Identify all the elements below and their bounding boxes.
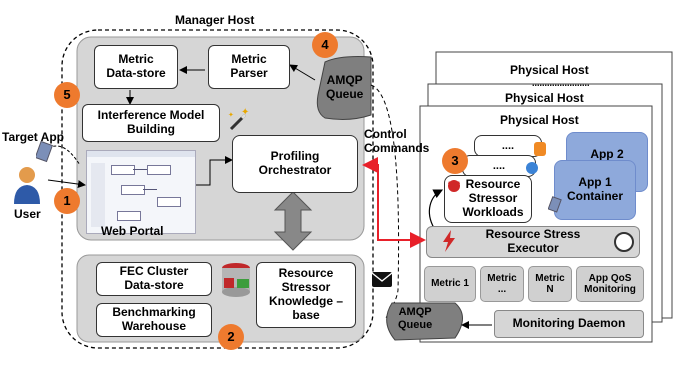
arrow-portal-to-orchestrator [195,156,233,186]
app-qos-box: App QoS Monitoring [576,266,644,302]
manager-amqp-queue-shape [316,56,372,120]
stress-executor-box: Resource Stress Executor [426,226,640,258]
physical-host-title-back: Physical Host [510,63,589,77]
step-1-badge: 1 [54,188,80,214]
resource-knowledge-label: Resource Stressor Knowledge – base [268,266,343,322]
monitoring-daemon-label: Monitoring Daemon [512,316,626,331]
control-commands-label: Control Commands [364,127,430,155]
lightning-icon [442,230,456,252]
database-icon [218,262,254,302]
step-2-badge: 2 [218,324,244,350]
envelope-icon [371,272,393,287]
profiling-orchestrator-box: Profiling Orchestrator [232,135,358,193]
app1-label: App 1 Container [566,175,623,203]
svg-text:✦: ✦ [228,111,234,119]
web-portal-label: Web Portal [101,224,164,238]
metric-1-box: Metric 1 [424,266,476,302]
step-4-badge: 4 [312,32,338,58]
fec-cluster-box: FEC Cluster Data-store [96,262,212,296]
manager-host-title: Manager Host [175,13,255,27]
arrow-executor-to-workloads [428,189,444,229]
app-icon [547,196,562,214]
physical-amqp-queue-shape [386,302,463,341]
step-3-badge: 3 [442,148,468,174]
workload-globe-icon [526,162,538,174]
metric-dots-box: Metric ... [480,266,524,302]
physical-host-title-front: Physical Host [500,113,579,127]
metric-parser-box: Metric Parser [208,45,290,89]
double-arrow-orchestrator-knowledge [273,191,313,251]
user-label: User [14,207,41,221]
arrow-queue-to-parser [289,64,316,81]
target-app-label: Target App [2,130,64,144]
arrow-user-to-portal [47,179,86,189]
svg-text:✦: ✦ [241,107,249,118]
interference-model-label: Interference Model Building [97,108,205,136]
workload-middle-box: .... [462,155,536,177]
physical-amqp-queue-label: AMQP Queue [398,306,433,331]
physical-host-dots: ....................... [532,78,590,88]
workload-back-box: .... [474,135,542,157]
metric-datastore-label: Metric Data-store [106,52,166,80]
web-portal-thumbnail [86,150,196,234]
monitoring-daemon-box: Monitoring Daemon [494,310,644,338]
workloads-label: Resource Stressor Workloads [462,177,524,219]
control-commands-arrow [362,157,426,248]
workload-dots-middle: .... [492,159,506,172]
benchmarking-box: Benchmarking Warehouse [96,303,212,337]
benchmarking-label: Benchmarking Warehouse [112,305,196,333]
devil-icon [447,178,461,192]
app1-container: App 1 Container [554,160,636,220]
step-5-badge: 5 [54,82,80,108]
user-icon [12,166,42,206]
metric-parser-label: Metric Parser [230,52,268,80]
workload-dots-back: .... [501,139,515,152]
target-app-link [43,145,81,166]
gauge-icon [614,232,634,252]
target-app-icon [34,140,54,163]
workload-tool-icon [534,142,546,156]
resource-knowledge-box: Resource Stressor Knowledge – base [256,262,356,328]
stress-executor-label: Resource Stress Executor [485,227,581,255]
manager-amqp-queue-label: AMQP Queue [326,73,364,101]
fec-cluster-label: FEC Cluster Data-store [119,264,189,292]
physical-host-title-middle: Physical Host [505,91,584,105]
interference-model-box: Interference Model Building [82,104,220,142]
magic-wand-icon: ✦ ✦ [225,107,251,133]
metric-datastore-box: Metric Data-store [94,45,178,89]
metric-n-box: Metric N [528,266,572,302]
profiling-orchestrator-label: Profiling Orchestrator [258,149,332,177]
